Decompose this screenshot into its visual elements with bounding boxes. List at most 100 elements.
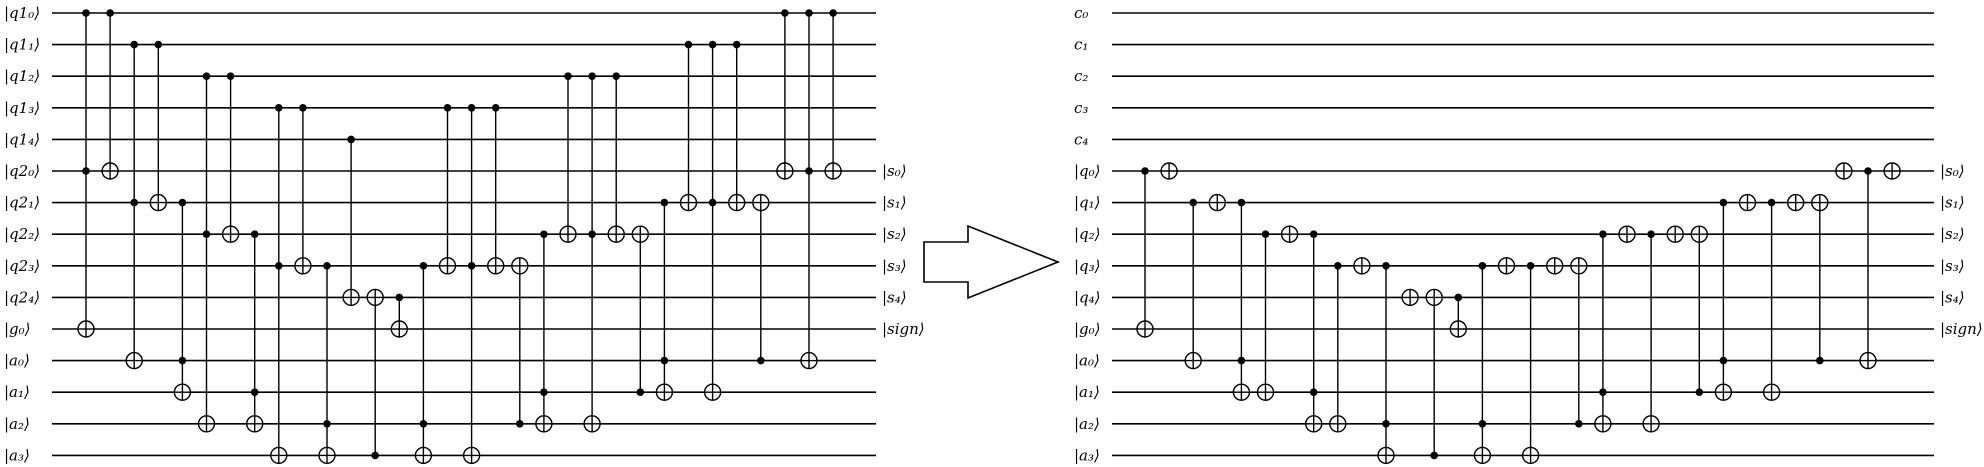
cnot-gate — [1160, 162, 1178, 180]
control-dot — [275, 104, 283, 112]
input-label-5: |q₀⟩ — [1074, 162, 1101, 180]
cnot-gate — [1353, 257, 1371, 275]
input-label-3: |q1₃⟩ — [4, 99, 40, 117]
input-label-10: |g₀⟩ — [1074, 320, 1101, 338]
input-label-1: c₁ — [1074, 36, 1088, 54]
control-dot — [1647, 230, 1655, 238]
cnot-gate — [511, 257, 529, 428]
cnot-gate — [1208, 193, 1227, 212]
cnot-gate — [1232, 198, 1251, 401]
control-dot — [708, 40, 717, 49]
cnot-gate — [1859, 167, 1877, 370]
input-label-12: |a₁⟩ — [4, 383, 30, 401]
control-dot — [1430, 451, 1438, 460]
cnot-gate — [800, 9, 818, 370]
cnot-gate — [1497, 257, 1516, 275]
input-label-14: |a₃⟩ — [1074, 446, 1100, 464]
control-dot — [636, 388, 645, 397]
cnot-gate — [414, 262, 433, 465]
input-label-1: |q1₁⟩ — [4, 36, 40, 54]
cnot-gate — [1256, 230, 1275, 401]
cnot-gate — [1594, 230, 1612, 433]
input-label-4: |q1₄⟩ — [4, 130, 40, 148]
cnot-gate — [1642, 230, 1660, 433]
cnot-gate — [173, 198, 192, 401]
control-dot — [1382, 420, 1390, 428]
cnot-gate — [1449, 293, 1468, 338]
cnot-gate — [342, 135, 360, 307]
control-dot — [588, 72, 596, 80]
cnot-gate — [1570, 257, 1588, 428]
control-dot — [660, 198, 669, 207]
cnot-gate — [752, 193, 770, 365]
cnot-gate — [462, 104, 481, 465]
cnot-gate — [1666, 225, 1684, 243]
cnot-gate — [1184, 198, 1202, 370]
cnot-gate — [487, 104, 505, 275]
output-label-8: |s₃⟩ — [882, 257, 907, 275]
control-dot — [1454, 293, 1463, 302]
output-label-5: |s₀⟩ — [1940, 162, 1965, 180]
cnot-gate — [776, 9, 794, 180]
input-label-13: |a₂⟩ — [1074, 415, 1100, 433]
cnot-gate — [1883, 162, 1901, 180]
output-label-9: |s₄⟩ — [1940, 288, 1965, 306]
input-label-4: c₄ — [1074, 130, 1088, 148]
control-dot — [1695, 388, 1704, 397]
cnot-gate — [679, 40, 698, 212]
input-label-11: |a₀⟩ — [1074, 352, 1100, 370]
control-dot — [660, 356, 669, 365]
input-label-11: |a₀⟩ — [4, 352, 30, 370]
control-dot — [202, 230, 211, 238]
cnot-gate — [438, 104, 457, 275]
control-dot — [250, 388, 259, 397]
cnot-gate — [1136, 167, 1154, 338]
input-label-12: |a₁⟩ — [1074, 383, 1100, 401]
control-dot — [781, 9, 789, 17]
control-dot — [82, 9, 90, 17]
control-dot — [1816, 356, 1824, 365]
input-label-2: |q1₂⟩ — [4, 67, 40, 85]
control-dot — [805, 167, 813, 175]
input-label-3: c₃ — [1074, 99, 1088, 117]
output-label-6: |s₁⟩ — [1940, 194, 1965, 212]
input-label-5: |q2₀⟩ — [4, 162, 40, 180]
cnot-gate — [366, 288, 384, 460]
control-dot — [1478, 262, 1487, 270]
control-dot — [1719, 198, 1728, 207]
control-dot — [467, 262, 476, 270]
transform-arrow — [923, 224, 1061, 300]
cnot-gate — [270, 104, 288, 465]
left-circuit: |q1₀⟩|q1₁⟩|q1₂⟩|q1₃⟩|q1₄⟩|q2₀⟩|q2₁⟩|q2₂⟩… — [4, 4, 925, 464]
control-dot — [1309, 388, 1318, 397]
control-dot — [1719, 356, 1728, 365]
cnot-gate — [703, 40, 722, 401]
cnot-gate — [1786, 193, 1805, 212]
control-dot — [540, 388, 548, 397]
control-dot — [82, 167, 90, 175]
control-dot — [805, 9, 813, 17]
cnot-gate — [1690, 225, 1709, 397]
input-label-8: |q2₃⟩ — [4, 257, 40, 275]
control-dot — [612, 72, 620, 80]
cnot-gate — [583, 72, 601, 433]
output-label-5: |s₀⟩ — [882, 162, 907, 180]
cnot-gate — [1835, 162, 1853, 180]
output-label-6: |s₁⟩ — [882, 194, 907, 212]
control-dot — [419, 262, 428, 270]
control-dot — [708, 198, 717, 207]
control-dot — [684, 40, 693, 49]
input-label-0: |q1₀⟩ — [4, 4, 40, 22]
cnot-gate — [1618, 225, 1636, 243]
control-dot — [1382, 262, 1390, 270]
output-label-7: |s₂⟩ — [1940, 225, 1965, 243]
control-dot — [588, 230, 596, 238]
control-dot — [202, 72, 211, 80]
output-label-7: |s₂⟩ — [882, 225, 907, 243]
input-label-6: |q2₁⟩ — [4, 194, 40, 212]
cnot-gate — [655, 198, 674, 401]
control-dot — [226, 72, 235, 80]
input-label-7: |q₂⟩ — [1074, 225, 1101, 243]
control-dot — [130, 40, 138, 49]
cnot-gate — [1811, 193, 1829, 365]
